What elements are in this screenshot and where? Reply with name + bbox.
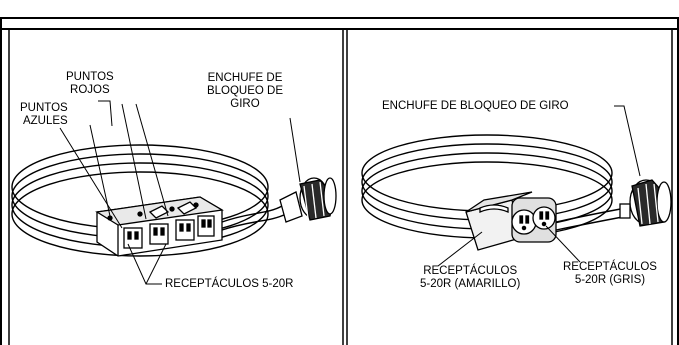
left-receptacle-box <box>95 196 224 257</box>
right-leader-lines <box>437 105 641 267</box>
label-blue-dots-line1: PUNTOS <box>20 102 68 114</box>
label-right-plug: ENCHUFE DE BLOQUEO DE GIRO <box>382 100 569 112</box>
label-left-plug-line2: BLOQUEO DE <box>206 85 284 97</box>
left-leader-lines <box>59 100 301 285</box>
label-receptacles-5-20r: RECEPTÁCULOS 5-20R <box>165 278 294 290</box>
label-yellow-line1: RECEPTÁCULOS <box>423 265 518 277</box>
label-left-plug: ENCHUFE DE BLOQUEO DE GIRO <box>196 72 294 111</box>
label-blue-dots-line2: AZULES <box>22 115 68 127</box>
label-left-plug-line3: GIRO <box>230 98 260 110</box>
right-twist-lock-plug <box>619 179 672 227</box>
right-receptacle-block <box>465 191 557 251</box>
label-blue-dots: PUNTOS AZULES <box>20 102 68 128</box>
left-lead-cord <box>221 205 287 231</box>
label-gray-receptacles: RECEPTÁCULOS 5-20R (GRIS) <box>563 261 657 287</box>
label-red-dots-line2: ROJOS <box>70 84 110 96</box>
label-red-dots: PUNTOS ROJOS <box>66 71 114 97</box>
label-yellow-receptacles: RECEPTÁCULOS 5-20R (AMARILLO) <box>420 265 520 291</box>
label-yellow-line2: 5-20R (AMARILLO) <box>420 278 521 290</box>
left-twist-lock-plug <box>279 177 337 223</box>
label-gray-line2: 5-20R (GRIS) <box>574 274 646 286</box>
label-red-dots-line1: PUNTOS <box>66 71 114 83</box>
label-left-plug-line1: ENCHUFE DE <box>207 72 283 84</box>
label-gray-line1: RECEPTÁCULOS <box>563 261 657 273</box>
